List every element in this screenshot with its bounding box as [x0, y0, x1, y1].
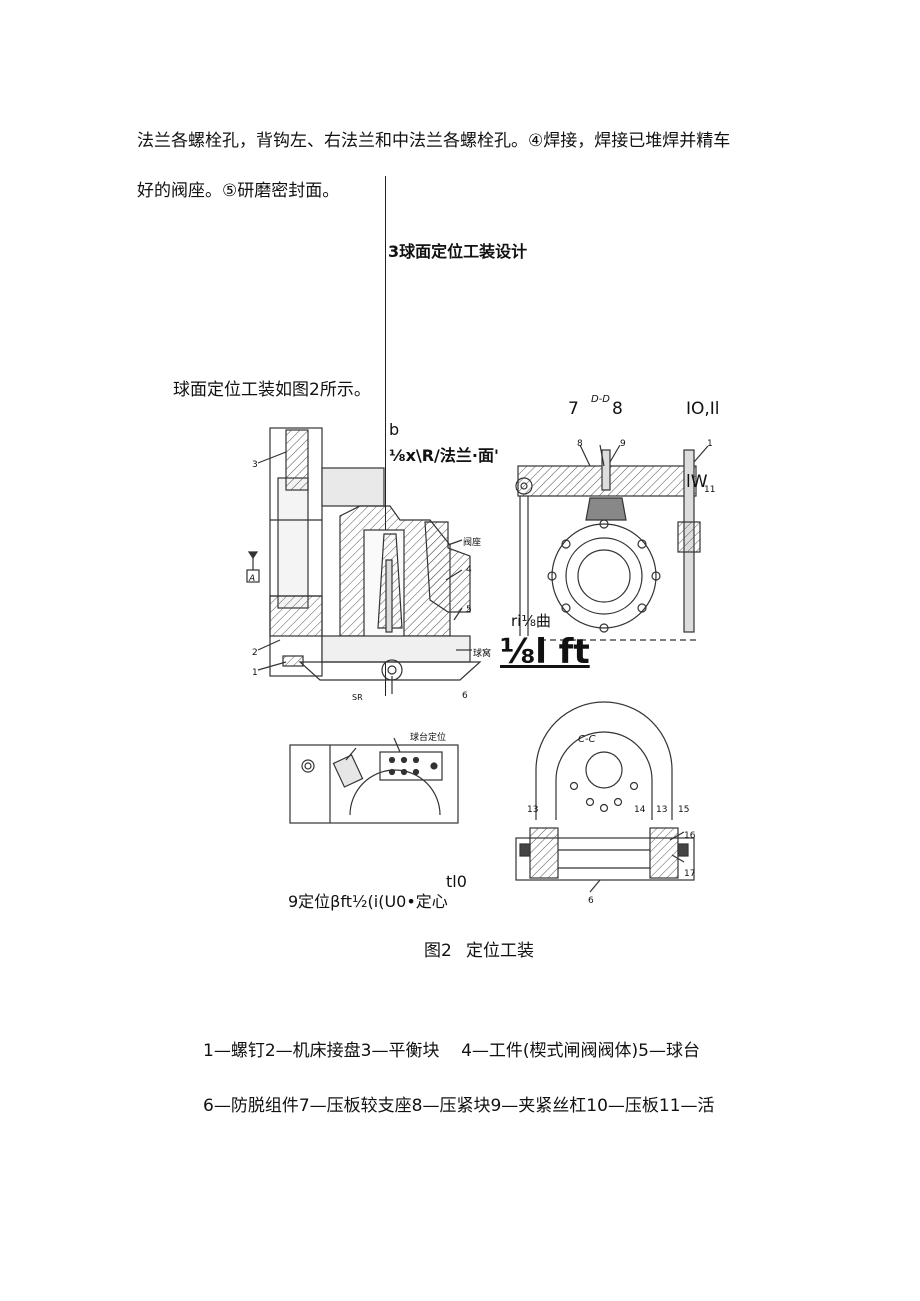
section-heading: 3球面定位工装设计	[388, 242, 528, 261]
num-left-2: 5	[466, 605, 472, 615]
num-left-3: 2	[252, 648, 258, 658]
num-right-0: 8	[577, 439, 583, 449]
ocr-io: IO,Il	[686, 399, 720, 419]
label-famian: 阀座	[463, 538, 482, 548]
ocr-ri: ri⅛曲	[511, 612, 551, 630]
num-cc-5: 17	[684, 869, 696, 879]
legend-line-2: 6—防脱组件7—压板较支座8—压紧块9—夹紧丝杠10—压板11—活	[203, 1096, 715, 1116]
num-cc-1: 14	[634, 805, 646, 815]
ocr-flange: ⅛x\R/法兰·面'	[389, 446, 499, 465]
dd-title: D-D	[591, 394, 611, 405]
left-chuck-body	[269, 427, 323, 677]
cc-title: C-C	[578, 734, 596, 745]
paragraph-line-1: 法兰各螺栓孔，背钩左、右法兰和中法兰各螺栓孔。④焊接，焊接已堆焊并精车	[137, 131, 731, 151]
label-sr: SR	[352, 693, 363, 702]
num-cc-3: 15	[678, 805, 690, 815]
num-left-4: 1	[252, 668, 258, 678]
num-right-1: 9	[620, 439, 626, 449]
label-dingwei: 球台定位	[410, 733, 447, 743]
paragraph-line-2: 好的阀座。⑤研磨密封面。	[137, 181, 340, 201]
num-right-3: 11	[704, 485, 716, 495]
num-right-2: 1	[707, 439, 713, 449]
label-datum-a: A	[249, 574, 256, 584]
num-cc-0: 13	[527, 805, 539, 815]
num-left-1: 4	[466, 565, 472, 575]
figure-caption-title: 定位工装	[466, 941, 534, 961]
intro-text: 球面定位工装如图2所示。	[173, 380, 371, 400]
vertical-rule	[385, 176, 386, 696]
legend-line-1: 1—螺钉2—机床接盘3—平衡块 4—工件(楔式闸阀阀体)5—球台	[203, 1041, 700, 1061]
ocr-big: ⅛l ft	[500, 632, 590, 672]
ocr-dd-left: 7	[568, 399, 579, 419]
ocr-tl0: tl0	[446, 872, 467, 891]
ocr-b: b	[389, 420, 400, 439]
ocr-dd-right: 8	[612, 399, 623, 419]
num-cc-2: 13	[656, 805, 668, 815]
label-qiutai: 球窝	[473, 649, 492, 659]
num-cc-4: 16	[684, 831, 696, 841]
num-cc-6: 6	[588, 896, 594, 906]
num-left-5: 6	[462, 691, 468, 701]
ocr-bottom: 9定位βft½(i(U0•定心	[288, 892, 448, 911]
ocr-w: lW	[686, 472, 708, 492]
num-left-0: 3	[252, 460, 258, 470]
figure-caption-label: 图2	[424, 941, 452, 961]
